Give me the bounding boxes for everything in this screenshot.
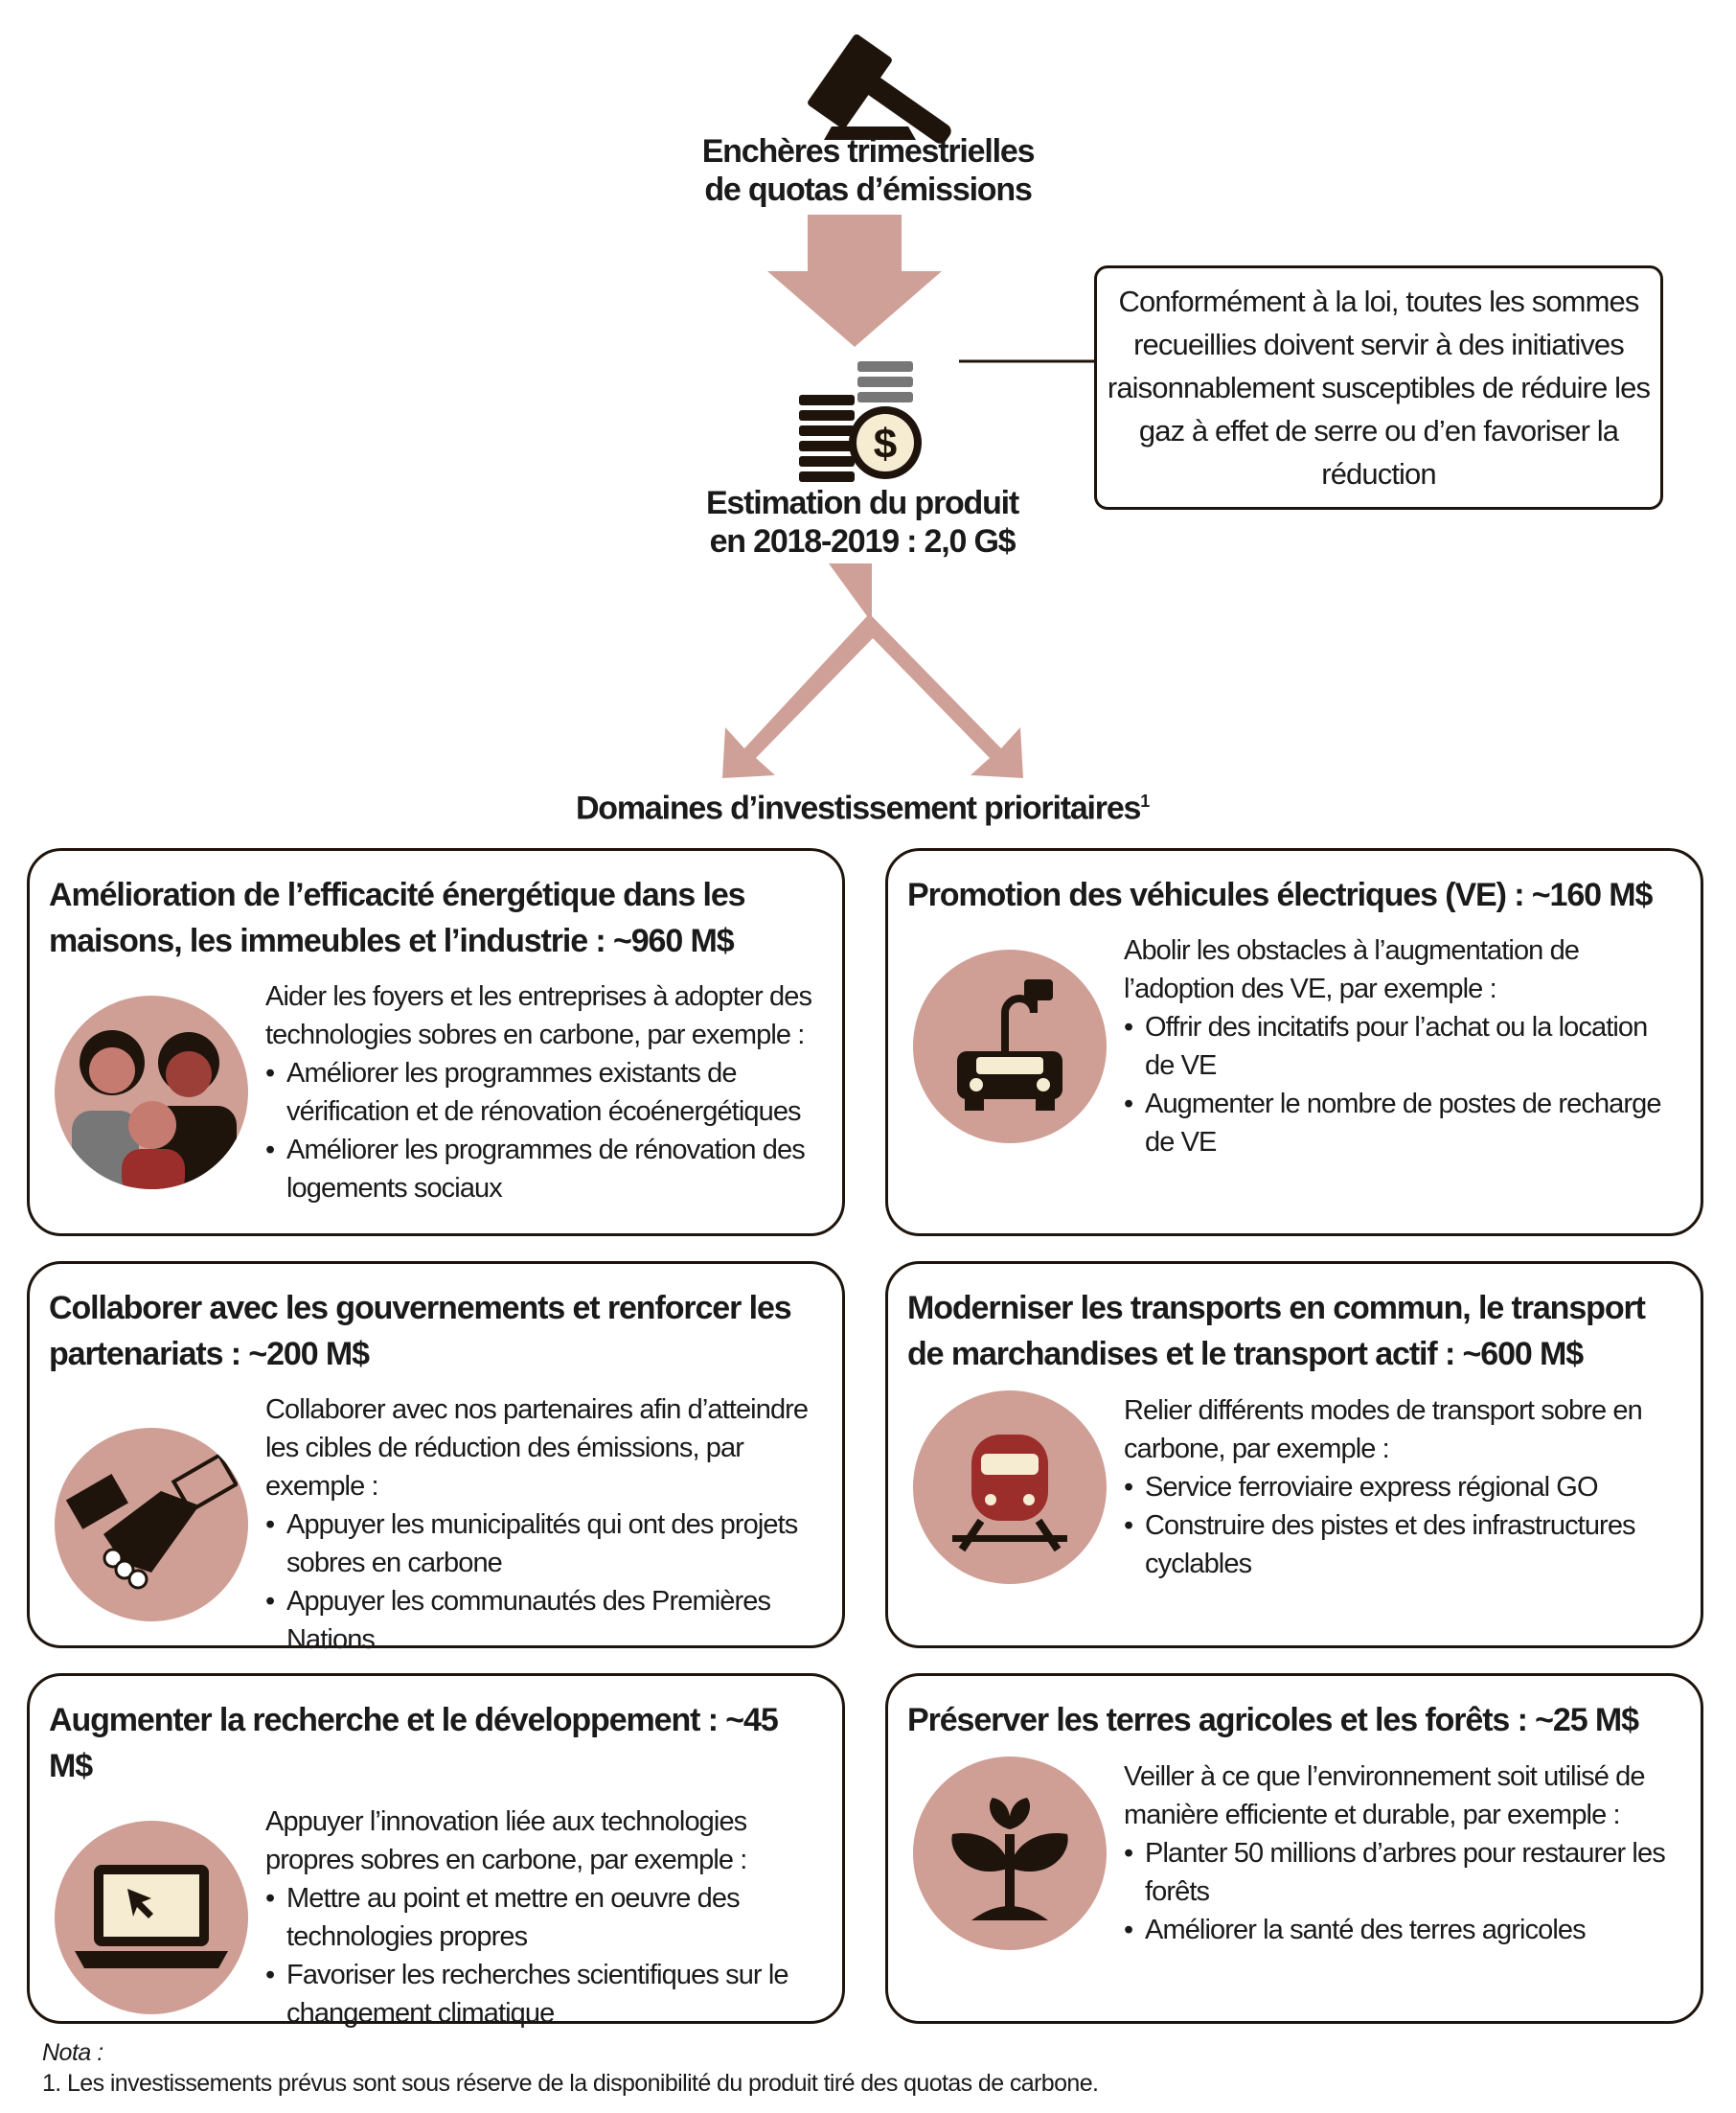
investment-box-4: Moderniser les transports en commun, le … [885,1261,1703,1648]
proceeds-title-line: en 2018-2019 : 2,0 G$ [709,523,1016,560]
investment-box-1: Amélioration de l’efficacité énergétique… [27,848,845,1236]
legal-note-text: Conformément à la loi, toutes les sommes… [1107,285,1651,491]
icon-circle [55,1821,248,2014]
icon-circle [55,1428,248,1621]
flow-graphic: $ [722,34,1094,778]
proceeds-title-line: Estimation du produit [705,485,1019,521]
box-description: Abolir les obstacles à l’augmentation de… [1124,931,1681,1161]
family-icon [72,1030,237,1189]
coins-icon: $ [799,361,922,482]
box-title: Amélioration de l’efficacité énergétique… [49,877,746,959]
bullet-item: Améliorer les programmes de rénovation d… [265,1131,823,1207]
box-intro: Relier différents modes de transport sob… [1124,1395,1643,1464]
priority-title-text: Domaines d’investissement prioritaires [575,790,1141,827]
box-title: Préserver les terres agricoles et les fo… [907,1702,1639,1738]
box-description: Aider les foyers et les entreprises à ad… [265,977,823,1207]
footnote-marker: 1 [1140,792,1150,811]
gavel-icon [808,34,951,144]
bullet-list: Service ferroviaire express régional GOC… [1124,1468,1681,1583]
box-description: Veiller à ce que l’environnement soit ut… [1124,1757,1681,1949]
box-intro: Collaborer avec nos partenaires afin d’a… [265,1394,809,1502]
bullet-item: Service ferroviaire express régional GO [1124,1468,1681,1506]
bullet-list: Mettre au point et mettre en oeuvre des … [265,1879,823,2033]
box-intro: Veiller à ce que l’environnement soit ut… [1124,1761,1645,1830]
bullet-list: Planter 50 millions d’arbres pour restau… [1124,1834,1681,1949]
box-intro: Abolir les obstacles à l’augmentation de… [1124,935,1580,1004]
icon-circle [913,1390,1107,1584]
bullet-list: Appuyer les municipalités qui ont des pr… [265,1505,823,1659]
box-description: Collaborer avec nos partenaires afin d’a… [265,1390,823,1659]
bullet-list: Offrir des incitatifs pour l’achat ou la… [1124,1008,1681,1161]
box-intro: Aider les foyers et les entreprises à ad… [265,981,812,1050]
icon-circle [913,1757,1107,1950]
legal-note-box: Conformément à la loi, toutes les sommes… [1094,265,1663,510]
bullet-item: Favoriser les recherches scientifiques s… [265,1956,823,2033]
bullet-item: Augmenter le nombre de postes de recharg… [1124,1085,1681,1161]
bullet-item: Améliorer la santé des terres agricoles [1124,1911,1681,1949]
bullet-item: Offrir des incitatifs pour l’achat ou la… [1124,1008,1681,1085]
box-title: Collaborer avec les gouvernements et ren… [49,1290,792,1372]
svg-text:$: $ [874,421,897,468]
box-title: Promotion des véhicules électriques (VE)… [907,877,1653,913]
split-arrow [722,563,1023,778]
box-title: Moderniser les transports en commun, le … [907,1290,1646,1372]
down-arrow [767,215,942,347]
proceeds-title: Estimation du produit en 2018-2019 : 2,0… [575,484,1150,561]
bullet-item: Appuyer les communautés des Premières Na… [265,1582,823,1659]
box-description: Relier différents modes de transport sob… [1124,1391,1681,1583]
bullet-list: Améliorer les programmes existants de vé… [265,1054,823,1207]
auction-title: Enchères trimestrielles de quotas d’émis… [575,132,1161,209]
icon-circle [55,996,248,1189]
investment-box-3: Collaborer avec les gouvernements et ren… [27,1261,845,1655]
bullet-item: Planter 50 millions d’arbres pour restau… [1124,1834,1681,1911]
priority-areas-title: Domaines d’investissement prioritaires1 [383,782,1341,827]
nota-label: Nota : [42,2039,103,2066]
investment-box-5: Augmenter la recherche et le développeme… [27,1673,845,2029]
auction-title-line: Enchères trimestrielles [701,133,1036,170]
investment-box-2: Promotion des véhicules électriques (VE)… [885,848,1703,1236]
investment-box-6: Préserver les terres agricoles et les fo… [885,1673,1703,2024]
handshake-icon [65,1452,238,1590]
box-title: Augmenter la recherche et le développeme… [49,1702,779,1784]
box-description: Appuyer l’innovation liée aux technologi… [265,1803,823,2033]
bullet-item: Améliorer les programmes existants de vé… [265,1054,823,1131]
bullet-item: Mettre au point et mettre en oeuvre des … [265,1879,823,1956]
footnote-text: 1. Les investissements prévus sont sous … [42,2070,1099,2097]
train-icon [952,1435,1067,1552]
laptop-icon [75,1865,228,1968]
bullet-item: Appuyer les municipalités qui ont des pr… [265,1505,823,1582]
auction-title-line: de quotas d’émissions [704,172,1033,208]
electric-car-icon [957,979,1062,1111]
bullet-item: Construire des pistes et des infrastruct… [1124,1506,1681,1583]
icon-circle [913,950,1107,1143]
seedling-icon [951,1798,1068,1920]
box-intro: Appuyer l’innovation liée aux technologi… [265,1806,747,1875]
